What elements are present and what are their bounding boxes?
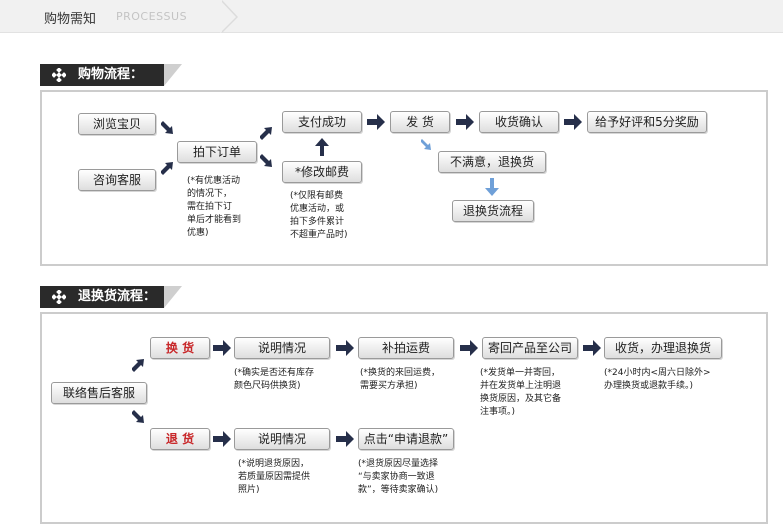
payment-success-step: 支付成功 bbox=[282, 111, 362, 133]
arrow-up-icon bbox=[315, 138, 329, 156]
postage-note: (*仅限有邮费 优惠活动，或 拍下多件累计 不超重产品时) bbox=[290, 191, 348, 240]
unsatisfied-return-step: 不满意，退换货 bbox=[438, 151, 546, 173]
modify-postage-step: *修改邮费 bbox=[282, 161, 362, 183]
returns-label-tail bbox=[164, 286, 182, 308]
click-apply-refund-step: 点击“申请退款” bbox=[358, 428, 454, 450]
returns-section-title: 退换货流程： bbox=[78, 289, 157, 304]
arrow-down-right-icon bbox=[260, 154, 272, 167]
arrow-down-icon bbox=[485, 178, 499, 196]
place-order-step: 拍下订单 bbox=[177, 141, 257, 163]
browse-items-step: 浏览宝贝 bbox=[78, 113, 156, 135]
send-back-step: 寄回产品至公司 bbox=[482, 337, 578, 359]
arrow-right-icon bbox=[336, 431, 354, 447]
page-header: 购物需知 PROCESSUS bbox=[0, 0, 783, 33]
order-note: (*有优惠活动 的情况下， 需在拍下订 单后才能看到 优惠) bbox=[187, 176, 242, 238]
shopping-section-label: 购物流程： bbox=[40, 64, 164, 86]
explain-refund-step: 说明情况 bbox=[234, 428, 330, 450]
return-flow-step: 退换货流程 bbox=[452, 200, 534, 222]
ship-step: 发 货 bbox=[390, 111, 450, 133]
arrow-up-right-icon bbox=[260, 127, 272, 140]
receive-process-step: 收货，办理退换货 bbox=[604, 337, 722, 359]
repay-shipping-step: 补拍运费 bbox=[358, 337, 454, 359]
confirm-receipt-step: 收货确认 bbox=[479, 111, 559, 133]
arrow-right-icon bbox=[336, 340, 354, 356]
arrow-up-right-icon bbox=[132, 359, 144, 372]
arrow-down-right-icon bbox=[132, 410, 144, 423]
repay-shipping-note: (*换货的来回运费， 需要买方承担) bbox=[360, 368, 441, 391]
arrow-down-right-icon bbox=[161, 121, 173, 134]
page-subtitle: PROCESSUS bbox=[116, 10, 188, 23]
shopping-section-title: 购物流程： bbox=[78, 67, 144, 82]
exchange-explain-note: (*确实是否还有库存 颜色尺码供换货) bbox=[234, 368, 315, 391]
arrow-right-icon bbox=[367, 114, 385, 130]
arrow-right-icon bbox=[583, 340, 601, 356]
arrow-right-icon bbox=[213, 340, 231, 356]
contact-service-step: 联络售后客服 bbox=[51, 382, 147, 404]
shopping-label-tail bbox=[164, 64, 182, 86]
arrow-up-right-icon bbox=[161, 162, 173, 175]
diamond-cluster-icon bbox=[52, 290, 66, 304]
exchange-step: 换 货 bbox=[150, 337, 210, 359]
send-back-note: (*发货单一并寄回， 并在发货单上注明退 换货原因，及其它备 注事项。) bbox=[480, 368, 562, 417]
arrow-right-icon bbox=[460, 340, 478, 356]
arrow-right-icon bbox=[456, 114, 474, 130]
refund-explain-note: (*说明退货原因， 若质量原因需提供 照片) bbox=[238, 459, 311, 495]
header-chevron-inner bbox=[220, 0, 236, 33]
receive-process-note: (*24小时内<周六日除外> 办理换货或退款手续。) bbox=[604, 368, 711, 391]
apply-refund-note: (*退货原因尽量选择 “与卖家协商一致退 款”，等待卖家确认) bbox=[358, 459, 439, 495]
arrow-right-icon bbox=[564, 114, 582, 130]
refund-step: 退 货 bbox=[150, 428, 210, 450]
explain-situation-step: 说明情况 bbox=[234, 337, 330, 359]
consult-service-step: 咨询客服 bbox=[78, 169, 156, 191]
good-review-step: 给予好评和5分奖励 bbox=[587, 111, 707, 133]
page-title: 购物需知 bbox=[44, 12, 97, 27]
arrow-right-icon bbox=[213, 431, 231, 447]
arrow-down-right-icon bbox=[421, 139, 431, 150]
diamond-cluster-icon bbox=[52, 68, 66, 82]
returns-section-label: 退换货流程： bbox=[40, 286, 164, 308]
